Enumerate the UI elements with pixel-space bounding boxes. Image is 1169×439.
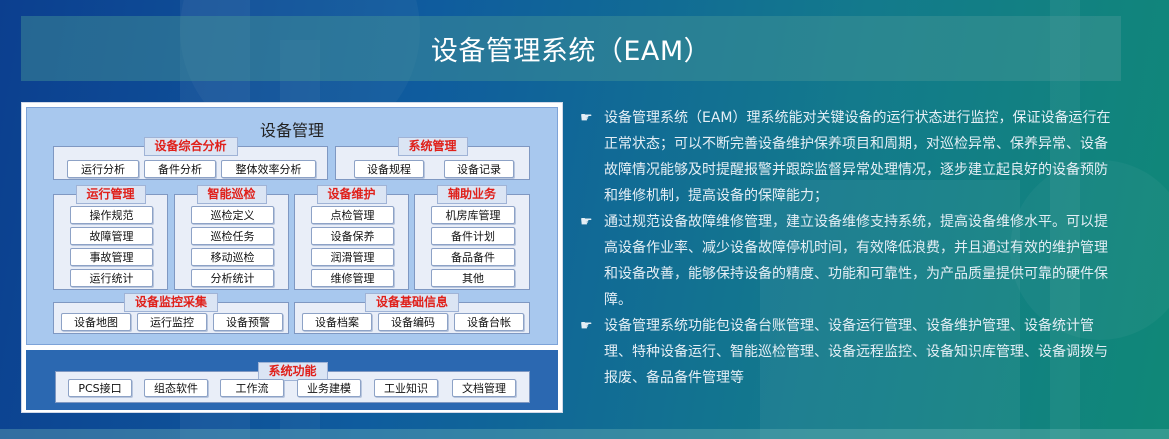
architecture-diagram: 设备管理 设备综合分析 运行分析 备件分析 整体效率分析 系统管理 设备规程 设…	[21, 102, 563, 413]
chip-industrial-knowledge[interactable]: 工业知识	[374, 379, 438, 397]
chip-pcs-interface[interactable]: PCS接口	[68, 379, 132, 397]
chip-spare-plan[interactable]: 备件计划	[431, 227, 515, 245]
group-equipment-maintenance: 设备维护 点检管理 设备保养 润滑管理 维修管理	[294, 185, 409, 290]
chip-equipment-regulations[interactable]: 设备规程	[354, 160, 424, 178]
description-text: 设备管理系统（EAM）理系统能对关键设备的运行状态进行监控，保证设备运行在正常状…	[604, 110, 1111, 204]
chip-spare-analysis[interactable]: 备件分析	[144, 160, 216, 178]
system-functions-panel: 系统功能 PCS接口 组态软件 工作流 业务建模 工业知识 文档管理	[26, 350, 558, 410]
chip-operation-statistics[interactable]: 运行统计	[70, 269, 153, 287]
chip-lubrication-management[interactable]: 润滑管理	[311, 248, 394, 266]
hand-pointing-icon: ☛	[580, 110, 593, 126]
chip-machine-room-management[interactable]: 机房库管理	[431, 206, 515, 224]
group-auxiliary-business: 辅助业务 机房库管理 备件计划 备品备件 其他	[414, 185, 530, 290]
chip-equipment-records[interactable]: 设备记录	[444, 160, 514, 178]
chip-equipment-archive[interactable]: 设备档案	[302, 313, 372, 331]
chip-business-modeling[interactable]: 业务建模	[297, 379, 361, 397]
system-functions-title: 系统功能	[257, 362, 328, 381]
chip-workflow[interactable]: 工作流	[220, 379, 284, 397]
group-equipment-monitoring-title: 设备监控采集	[123, 293, 219, 312]
chip-equipment-map[interactable]: 设备地图	[61, 313, 131, 331]
chip-other[interactable]: 其他	[431, 269, 515, 287]
chip-operation-specification[interactable]: 操作规范	[70, 206, 153, 224]
description-item: ☛ 通过规范设备故障维修管理，建立设备维修支持系统，提高设备维修水平。可以提高设…	[580, 209, 1120, 313]
description-list: ☛ 设备管理系统（EAM）理系统能对关键设备的运行状态进行监控，保证设备运行在正…	[580, 105, 1120, 391]
bottom-band	[0, 429, 1169, 439]
chip-operation-analysis[interactable]: 运行分析	[67, 160, 139, 178]
chip-equipment-upkeep[interactable]: 设备保养	[311, 227, 394, 245]
group-smart-inspection: 智能巡检 巡检定义 巡检任务 移动巡检 分析统计	[174, 185, 289, 290]
chip-configuration-software[interactable]: 组态软件	[144, 379, 208, 397]
group-equipment-maintenance-title: 设备维护	[316, 185, 387, 204]
description-text: 设备管理系统功能包设备台账管理、设备运行管理、设备维护管理、设备统计管理、特种设…	[604, 318, 1108, 386]
group-operation-management: 运行管理 操作规范 故障管理 事故管理 运行统计	[53, 185, 168, 290]
chip-inspection-task[interactable]: 巡检任务	[191, 227, 274, 245]
group-system-management-title: 系统管理	[397, 137, 468, 156]
system-functions-group: 系统功能 PCS接口 组态软件 工作流 业务建模 工业知识 文档管理	[55, 362, 530, 403]
chip-repair-management[interactable]: 维修管理	[311, 269, 394, 287]
group-system-management: 系统管理 设备规程 设备记录	[335, 137, 530, 180]
description-text: 通过规范设备故障维修管理，建立设备维修支持系统，提高设备维修水平。可以提高设备作…	[604, 214, 1108, 308]
hand-pointing-icon: ☛	[580, 318, 593, 334]
chip-spot-check-management[interactable]: 点检管理	[311, 206, 394, 224]
hand-pointing-icon: ☛	[580, 214, 593, 230]
chip-overall-efficiency-analysis[interactable]: 整体效率分析	[221, 160, 316, 178]
chip-fault-management[interactable]: 故障管理	[70, 227, 153, 245]
group-operation-management-title: 运行管理	[75, 185, 146, 204]
description-item: ☛ 设备管理系统（EAM）理系统能对关键设备的运行状态进行监控，保证设备运行在正…	[580, 105, 1120, 209]
chip-document-management[interactable]: 文档管理	[452, 379, 516, 397]
chip-equipment-warning[interactable]: 设备预警	[213, 313, 283, 331]
chip-operation-monitoring[interactable]: 运行监控	[137, 313, 207, 331]
chip-equipment-code[interactable]: 设备编码	[378, 313, 448, 331]
chip-mobile-inspection[interactable]: 移动巡检	[191, 248, 274, 266]
group-comprehensive-analysis-title: 设备综合分析	[143, 137, 238, 156]
chip-spare-parts[interactable]: 备品备件	[431, 248, 515, 266]
equipment-management-panel: 设备管理 设备综合分析 运行分析 备件分析 整体效率分析 系统管理 设备规程 设…	[26, 107, 558, 345]
chip-analysis-statistics[interactable]: 分析统计	[191, 269, 274, 287]
group-equipment-basic-info: 设备基础信息 设备档案 设备编码 设备台帐	[294, 293, 530, 334]
group-equipment-monitoring: 设备监控采集 设备地图 运行监控 设备预警	[53, 293, 289, 334]
title-banner: 设备管理系统（EAM）	[21, 16, 1121, 81]
page-title: 设备管理系统（EAM）	[430, 36, 712, 67]
description-item: ☛ 设备管理系统功能包设备台账管理、设备运行管理、设备维护管理、设备统计管理、特…	[580, 313, 1120, 391]
group-equipment-basic-info-title: 设备基础信息	[364, 293, 460, 312]
equipment-management-title: 设备管理	[259, 121, 324, 140]
group-comprehensive-analysis: 设备综合分析 运行分析 备件分析 整体效率分析	[53, 137, 328, 180]
chip-inspection-definition[interactable]: 巡检定义	[191, 206, 274, 224]
group-smart-inspection-title: 智能巡检	[196, 185, 267, 204]
group-auxiliary-business-title: 辅助业务	[436, 185, 508, 204]
chip-accident-management[interactable]: 事故管理	[70, 248, 153, 266]
chip-equipment-ledger[interactable]: 设备台帐	[454, 313, 524, 331]
